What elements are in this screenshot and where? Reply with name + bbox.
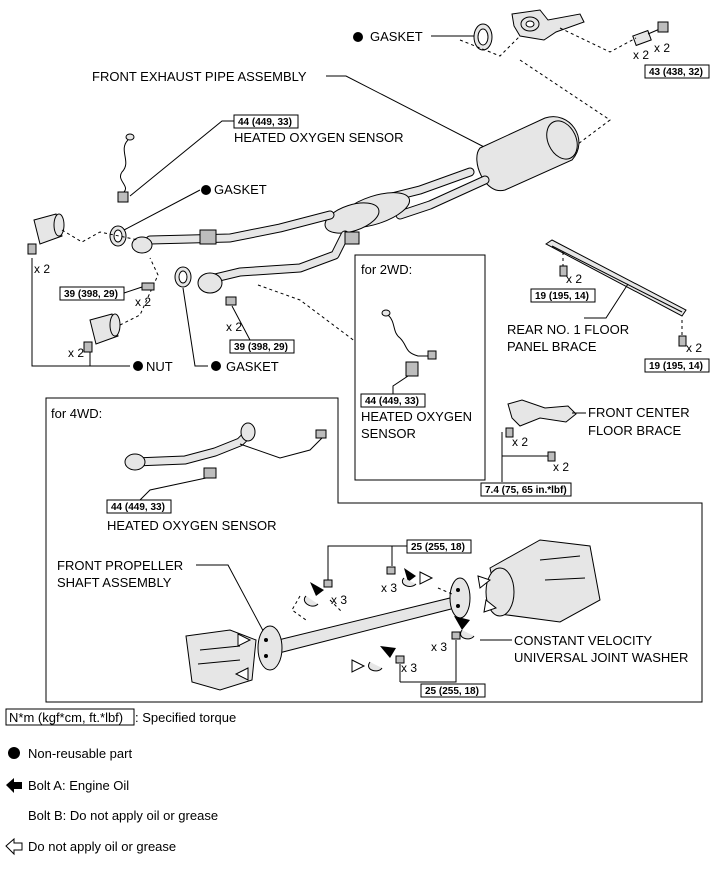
bolt-25-top bbox=[386, 566, 396, 575]
bolts-top bbox=[632, 21, 669, 47]
heated-oxygen-sensor-2wd-label-2: SENSOR bbox=[361, 426, 416, 441]
outline-arrow-icon bbox=[483, 599, 498, 613]
non-reusable-dot-icon bbox=[211, 361, 221, 371]
legend-torque-box: N*m (kgf*cm, ft.*lbf) bbox=[9, 710, 123, 725]
outline-arrow-icon bbox=[234, 667, 249, 681]
qty-19-a: x 2 bbox=[566, 272, 582, 286]
qty-top-a: x 2 bbox=[633, 48, 649, 62]
outline-arrow-icon bbox=[351, 659, 366, 673]
torque-25-a: 25 (255, 18) bbox=[411, 542, 465, 553]
heated-oxygen-sensor-4wd-label: HEATED OXYGEN SENSOR bbox=[107, 518, 277, 533]
bolt-39-b bbox=[225, 296, 237, 306]
non-reusable-dot-icon bbox=[353, 32, 363, 42]
qty-shaft-right: x 3 bbox=[431, 640, 447, 654]
outline-arrow-icon bbox=[477, 575, 492, 589]
bolt-25-bottom bbox=[395, 655, 405, 664]
gasket-top-label: GASKET bbox=[370, 29, 423, 44]
qty-shaft-bottom: x 3 bbox=[401, 661, 417, 675]
bolt-19-b bbox=[678, 335, 687, 347]
outline-arrow-icon bbox=[237, 633, 252, 647]
qty-fc-b: x 2 bbox=[553, 460, 569, 474]
qty-fc-a: x 2 bbox=[512, 435, 528, 449]
front-exhaust-pipe-assembly-part bbox=[131, 116, 580, 294]
front-center-floor-brace-part bbox=[507, 399, 577, 427]
bolt-7-4-a bbox=[505, 427, 514, 438]
bolt-25-right bbox=[451, 631, 461, 640]
front-exhaust-pipe-label: FRONT EXHAUST PIPE ASSEMBLY bbox=[92, 69, 307, 84]
torque-25-b: 25 (255, 18) bbox=[425, 686, 479, 697]
qty-shaft-left: x 3 bbox=[331, 593, 347, 607]
rear-floor-brace-label-1: REAR NO. 1 FLOOR bbox=[507, 322, 629, 337]
heated-oxygen-sensor-1-label: HEATED OXYGEN SENSOR bbox=[234, 130, 404, 145]
gasket-mid-label: GASKET bbox=[214, 182, 267, 197]
pipe-stub-lower bbox=[89, 313, 121, 345]
qty-left-stud: x 2 bbox=[34, 262, 50, 276]
non-reusable-dot-icon bbox=[133, 361, 143, 371]
heated-oxygen-sensor-1-part bbox=[117, 133, 135, 203]
for-4wd-label: for 4WD: bbox=[51, 406, 102, 421]
torque-19-b: 19 (195, 14) bbox=[649, 361, 703, 372]
stud-lower bbox=[83, 341, 93, 353]
for-2wd-panel bbox=[354, 254, 486, 481]
solid-arrow-icon bbox=[310, 582, 324, 596]
pipe-stub-upper bbox=[33, 213, 65, 245]
solid-arrow-icon bbox=[6, 778, 22, 793]
front-propeller-shaft-part bbox=[257, 577, 471, 671]
non-reusable-dot-icon bbox=[8, 747, 20, 759]
cv-washer-label-1: CONSTANT VELOCITY bbox=[514, 633, 653, 648]
front-exhaust-pipe-4wd-part bbox=[124, 422, 327, 479]
legend-no-oil: Do not apply oil or grease bbox=[28, 839, 176, 854]
legend-torque-desc: : Specified torque bbox=[135, 710, 236, 725]
legend-bolt-b: Bolt B: Do not apply oil or grease bbox=[28, 808, 218, 823]
stud-left bbox=[27, 243, 37, 255]
qty-39-b: x 2 bbox=[226, 320, 242, 334]
torque-44-4wd: 44 (449, 33) bbox=[111, 502, 165, 513]
for-4wd-panel bbox=[45, 397, 703, 703]
bolt-25-left bbox=[323, 579, 333, 588]
rear-floor-brace-label-2: PANEL BRACE bbox=[507, 339, 597, 354]
heated-oxygen-sensor-2wd-label-1: HEATED OXYGEN bbox=[361, 409, 472, 424]
torque-19-a: 19 (195, 14) bbox=[535, 291, 589, 302]
solid-arrow-icon bbox=[380, 646, 396, 658]
heated-oxygen-sensor-2wd-part bbox=[381, 309, 437, 377]
gasket-top-part bbox=[473, 23, 493, 51]
outline-arrow-icon bbox=[5, 837, 23, 856]
qty-top-b: x 2 bbox=[654, 41, 670, 55]
legend-bolt-a: Bolt A: Engine Oil bbox=[28, 778, 129, 793]
cv-washer-label-2: UNIVERSAL JOINT WASHER bbox=[514, 650, 688, 665]
torque-39-a: 39 (398, 29) bbox=[64, 289, 118, 300]
qty-nut: x 2 bbox=[68, 346, 84, 360]
solid-arrow-icon bbox=[404, 568, 416, 582]
transfer-case-part bbox=[485, 539, 601, 623]
qty-19-b: x 2 bbox=[686, 341, 702, 355]
front-prop-shaft-label-2: SHAFT ASSEMBLY bbox=[57, 575, 172, 590]
torque-7-4: 7.4 (75, 65 in.*lbf) bbox=[485, 485, 567, 496]
torque-39-b: 39 (398, 29) bbox=[234, 342, 288, 353]
torque-44-2wd: 44 (449, 33) bbox=[365, 396, 419, 407]
exhaust-flange-top bbox=[511, 9, 585, 41]
qty-39-a: x 2 bbox=[135, 295, 151, 309]
legend: N*m (kgf*cm, ft.*lbf) : Specified torque… bbox=[5, 708, 236, 856]
torque-43: 43 (438, 32) bbox=[649, 67, 703, 78]
qty-shaft-top: x 3 bbox=[381, 581, 397, 595]
torque-44-a: 44 (449, 33) bbox=[238, 117, 292, 128]
cv-washer-part bbox=[304, 595, 319, 607]
front-center-brace-label-1: FRONT CENTER bbox=[588, 405, 690, 420]
nut-label: NUT bbox=[146, 359, 173, 374]
for-2wd-label: for 2WD: bbox=[361, 262, 412, 277]
front-prop-shaft-label-1: FRONT PROPELLER bbox=[57, 558, 183, 573]
gasket-bottom-label: GASKET bbox=[226, 359, 279, 374]
bolt-39-a bbox=[141, 282, 155, 291]
outline-arrow-icon bbox=[419, 571, 434, 585]
legend-non-reusable: Non-reusable part bbox=[28, 746, 132, 761]
non-reusable-dot-icon bbox=[201, 185, 211, 195]
solid-arrow-icon bbox=[454, 616, 470, 630]
rear-floor-panel-brace-part bbox=[545, 239, 687, 317]
front-center-brace-label-2: FLOOR BRACE bbox=[588, 423, 682, 438]
